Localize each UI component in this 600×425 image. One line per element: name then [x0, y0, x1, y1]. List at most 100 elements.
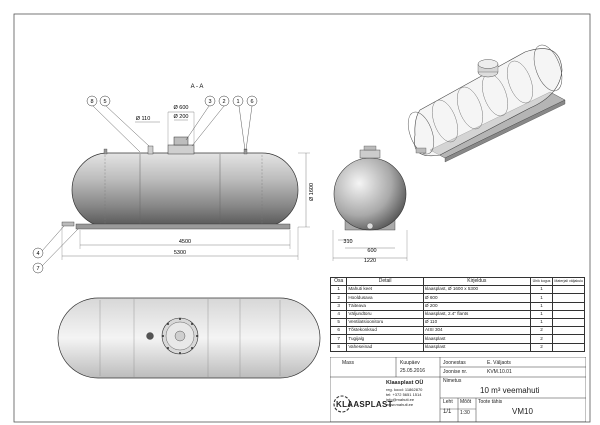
bom-cell-detail: Ventilatsioonitoru [346, 317, 424, 328]
side-view: 310 600 1220 [332, 145, 408, 264]
bom-cell-detail: Tõstekonksud [346, 326, 424, 336]
table-header-row: Osa Detail Kirjeldus Ühik kogus Materjal… [329, 276, 585, 287]
callout-7: 7 [32, 262, 44, 274]
product-code: VM10 [512, 407, 533, 416]
dim-fill-opening: Ø 200 [174, 114, 189, 120]
bom-cell-kirjeldus: klaasplast, Ø 1600 x 5300 [422, 285, 531, 295]
callout-6: 6 [246, 95, 258, 107]
bom-cell-valjakulu [552, 301, 585, 311]
product-name: 10 m³ veemahuti [480, 386, 540, 395]
svg-text:5: 5 [103, 99, 106, 105]
bom-cell-kogus: 1 [529, 301, 554, 311]
dim-support-length: 4500 [179, 239, 191, 245]
dim-vent: Ø 110 [136, 116, 151, 122]
col-header-valjakulu: Materjali väljakulu [552, 276, 585, 287]
callout-2: 2 [218, 95, 230, 107]
bom-cell-valjakulu [552, 285, 585, 295]
bom-cell-kirjeldus: Ø 110 [422, 317, 531, 328]
sheet-label: Leht [443, 399, 453, 405]
dim-manhole: Ø 600 [174, 105, 189, 111]
front-view: A - A 8 [32, 84, 315, 274]
manhole [167, 144, 195, 155]
mass-label: Mass [342, 360, 354, 366]
bom-cell-detail: Vaheseinad [346, 342, 424, 352]
callout-4: 4 [32, 247, 44, 259]
dim-1220: 1220 [364, 258, 376, 264]
bom-cell-kirjeldus: AISI 304 [422, 326, 531, 336]
date-value: 25.05.2016 [400, 368, 426, 374]
col-header-detail: Detail [346, 276, 424, 287]
callout-8: 8 [86, 95, 98, 107]
vent-pipe [147, 145, 154, 155]
isometric-view [407, 44, 566, 163]
name-label: Nimetus [443, 378, 462, 384]
scale-value: 1:30 [460, 410, 470, 416]
top-view [57, 297, 321, 379]
bom-cell-kirjeldus: Ø 200 [422, 301, 531, 311]
dim-diameter: Ø 1600 [309, 183, 315, 201]
bom-cell-detail: Hooldusava [346, 293, 424, 303]
iso-tank-shell [413, 48, 563, 157]
callout-3: 3 [204, 95, 216, 107]
bom-cell-kirjeldus: klaasplast, 2.4" flants [422, 309, 531, 319]
title-block-frame [330, 357, 586, 422]
svg-text:8: 8 [90, 99, 93, 105]
bom-cell-osa: 7 [329, 334, 348, 344]
svg-text:4: 4 [36, 251, 39, 257]
company-web: www.mahuti.ee [386, 402, 414, 407]
bom-cell-valjakulu [552, 317, 585, 328]
bom-cell-kogus: 2 [529, 342, 554, 352]
bom-cell-detail: Mahuti keet [346, 285, 424, 295]
designer-value: E. Väljaots [487, 360, 511, 366]
bom-cell-osa: 3 [329, 301, 348, 311]
svg-text:2: 2 [222, 99, 225, 105]
company-name: Klaasplast OÜ [386, 380, 424, 386]
date-label: Kuupäev [400, 360, 420, 366]
bom-cell-kirjeldus: klaasplast [422, 342, 531, 352]
bom-cell-kogus: 1 [529, 293, 554, 303]
bom-cell-valjakulu [552, 309, 585, 319]
dim-total-length: 5300 [174, 250, 186, 256]
callout-1: 1 [232, 95, 244, 107]
bom-cell-osa: 2 [329, 293, 348, 303]
callout-5: 5 [99, 95, 111, 107]
bom-cell-valjakulu [552, 342, 585, 352]
col-header-osa: Osa [329, 276, 348, 287]
svg-text:7: 7 [36, 266, 39, 272]
bom-cell-kogus: 2 [529, 326, 554, 336]
bom-cell-osa: 6 [329, 326, 348, 336]
col-header-kogus: Ühik kogus [529, 276, 554, 287]
product-code-label: Toote tähis [478, 399, 503, 405]
sheet-value: 1/1 [443, 409, 452, 415]
bom-cell-valjakulu [552, 334, 585, 344]
sheet-border [13, 13, 591, 423]
bom-cell-kirjeldus: Ø 600 [422, 293, 531, 303]
bom-cell-kogus: 1 [529, 309, 554, 319]
support-leg [75, 223, 291, 230]
bom-cell-valjakulu [552, 326, 585, 336]
company-logo: KLAASPLAST [336, 400, 393, 409]
bom-cell-osa: 8 [329, 342, 348, 352]
designer-label: Joonestas [443, 360, 466, 366]
svg-text:1: 1 [236, 99, 239, 105]
bom-cell-kogus: 2 [529, 334, 554, 344]
company-email: info@mahuti.ee [386, 397, 415, 402]
company-phone: tel: +372 5651 1514 [386, 392, 422, 397]
bill-of-materials-table: Osa Detail Kirjeldus Ühik kogus Materjal… [329, 276, 585, 352]
bom-cell-valjakulu [552, 293, 585, 303]
svg-text:6: 6 [250, 99, 253, 105]
bom-cell-detail: Väljundtoru [346, 309, 424, 319]
tank-end [333, 157, 407, 231]
svg-text:3: 3 [208, 99, 211, 105]
bom-cell-osa: 5 [329, 317, 348, 328]
drawing-no-label: Joonise nr. [443, 369, 468, 375]
scale-label: Mõõt [460, 399, 472, 405]
bom-cell-kogus: 1 [529, 317, 554, 328]
bom-cell-kogus: 1 [529, 285, 554, 295]
tank-body-front [71, 152, 299, 228]
top-vent [146, 332, 154, 340]
